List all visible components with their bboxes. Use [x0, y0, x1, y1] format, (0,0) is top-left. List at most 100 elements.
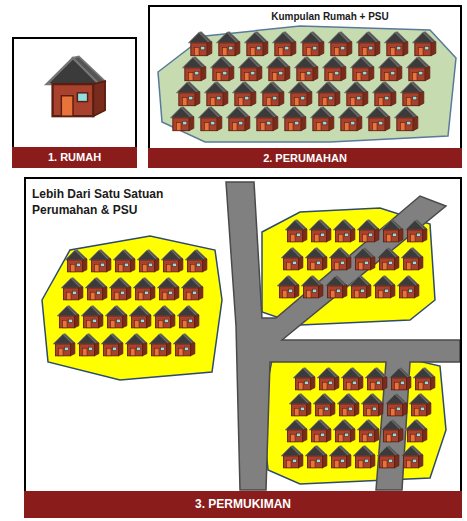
house-icon — [373, 276, 395, 298]
house-icon — [185, 250, 207, 272]
panel-box: Kumpulan Rumah + PSU 2. PERUMAHAN — [148, 5, 462, 168]
house-icon — [339, 107, 362, 131]
house-icon — [305, 446, 327, 468]
house-icon — [177, 82, 200, 106]
house-icon — [365, 368, 387, 390]
house-icon — [377, 248, 399, 270]
house-icon — [157, 278, 179, 300]
house-icon — [283, 107, 306, 131]
house-icon — [281, 446, 303, 468]
house-icon — [233, 82, 256, 106]
house-icon — [211, 57, 234, 81]
house-icon — [329, 446, 351, 468]
house-icon — [129, 306, 151, 328]
house-icon — [413, 368, 435, 390]
house-icon — [373, 82, 396, 106]
house-icon — [105, 306, 127, 328]
house-icon — [405, 220, 427, 242]
house-icon — [407, 57, 430, 81]
house-icon — [385, 394, 407, 416]
level-label: 3. PERMUKIMAN — [24, 491, 462, 518]
house-icon — [109, 278, 131, 300]
house-icon — [113, 250, 135, 272]
house-icon — [395, 107, 418, 131]
house-icon — [267, 57, 290, 81]
house-icon — [281, 248, 303, 270]
house-icon — [305, 248, 327, 270]
house-icon — [173, 334, 195, 356]
level-label: 1. RUMAH — [12, 147, 137, 168]
house-icon — [357, 32, 380, 56]
house-group — [47, 32, 436, 468]
house-icon — [309, 220, 331, 242]
land-plot — [158, 26, 456, 142]
house-icon — [377, 446, 399, 468]
house-icon — [85, 278, 107, 300]
house-icon — [341, 368, 363, 390]
house-icon — [349, 276, 371, 298]
house-icon — [409, 394, 431, 416]
house-icon — [77, 334, 99, 356]
house-icon — [295, 57, 318, 81]
house-icon — [101, 334, 123, 356]
house-icon — [171, 107, 194, 131]
house-icon — [329, 248, 351, 270]
house-icon — [289, 394, 311, 416]
house-icon — [317, 368, 339, 390]
house-icon — [89, 250, 111, 272]
house-icon — [161, 250, 183, 272]
house-icon — [405, 420, 427, 442]
panel-heading: Lebih Dari Satu Satuan Perumahan & PSU — [32, 187, 207, 218]
house-icon — [153, 306, 175, 328]
house-icon — [323, 57, 346, 81]
house-icon — [199, 107, 222, 131]
house-icon — [285, 420, 307, 442]
house-icon — [357, 420, 379, 442]
house-icon — [81, 306, 103, 328]
house-icon — [239, 57, 262, 81]
house-icon — [181, 278, 203, 300]
level-label: 2. PERUMAHAN — [148, 148, 462, 168]
house-icon — [367, 107, 390, 131]
house-icon — [351, 57, 374, 81]
house-icon — [125, 334, 147, 356]
road — [226, 182, 460, 490]
house-icon — [137, 250, 159, 272]
house-icon — [53, 334, 75, 356]
house-icon — [245, 32, 268, 56]
house-icon — [289, 82, 312, 106]
house-icon — [333, 220, 355, 242]
house-icon — [337, 394, 359, 416]
panel-box: Lebih Dari Satu Satuan Perumahan & PSU 3.… — [24, 177, 462, 518]
land-plot — [262, 352, 446, 484]
house-icon — [177, 306, 199, 328]
house-icon — [381, 420, 403, 442]
house-icon — [133, 278, 155, 300]
house-icon — [353, 446, 375, 468]
house-icon — [413, 32, 436, 56]
house-icon — [47, 56, 105, 116]
house-icon — [381, 220, 403, 242]
house-icon — [361, 394, 383, 416]
house-icon — [345, 82, 368, 106]
house-icon — [325, 276, 347, 298]
house-icon — [401, 82, 424, 106]
house-icon — [293, 368, 315, 390]
house-icon — [353, 248, 375, 270]
panel-heading: Kumpulan Rumah + PSU — [230, 10, 430, 23]
house-icon — [261, 82, 284, 106]
house-icon — [329, 32, 352, 56]
house-icon — [189, 32, 212, 56]
house-icon — [379, 57, 402, 81]
house-icon — [227, 107, 250, 131]
house-icon — [333, 420, 355, 442]
house-icon — [301, 276, 323, 298]
house-icon — [401, 248, 423, 270]
house-icon — [311, 107, 334, 131]
land-plot — [42, 236, 222, 380]
house-icon — [285, 220, 307, 242]
house-icon — [317, 82, 340, 106]
house-icon — [205, 82, 228, 106]
house-icon — [57, 306, 79, 328]
